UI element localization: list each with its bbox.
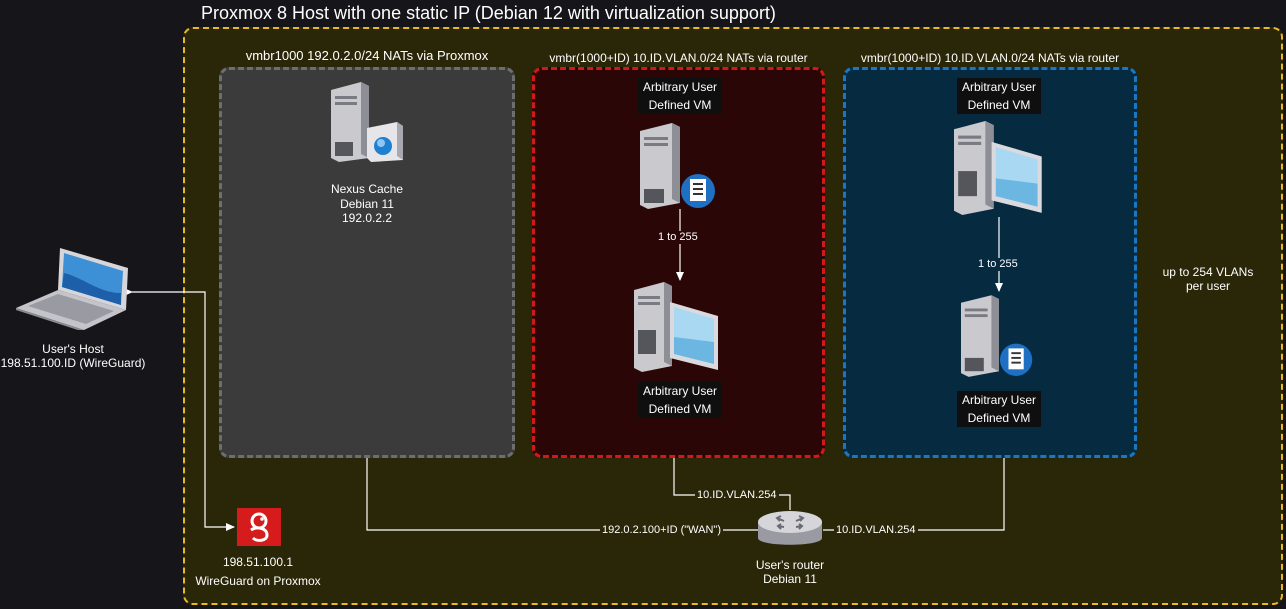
edge-red-uplink <box>673 458 791 510</box>
red-uplink-label: 10.ID.VLAN.254 <box>695 489 779 502</box>
vlans-note-line1: up to 254 VLANs <box>1162 265 1254 279</box>
red-vm-top-label-1: Arbitrary User <box>638 78 722 96</box>
blue-range-label: 1 to 255 <box>976 258 1020 271</box>
edge-laptop-wireguard <box>124 288 235 531</box>
blue-vm-bottom-label-2: Defined VM <box>957 409 1041 427</box>
vlan-blue-title: vmbr(1000+ID) 10.ID.VLAN.0/24 NATs via r… <box>860 51 1120 65</box>
red-vm-top-label-2: Defined VM <box>638 96 722 114</box>
wireguard-icon <box>237 508 281 546</box>
blue-uplink-label: 10.ID.VLAN.254 <box>834 524 918 537</box>
users-host-label-2: 198.51.100.ID (WireGuard) <box>0 356 146 370</box>
wireguard-label: WireGuard on Proxmox <box>195 574 321 588</box>
red-vm-bottom-label-1: Arbitrary User <box>638 382 722 400</box>
nexus-os: Debian 11 <box>340 197 394 211</box>
laptop-icon <box>16 248 128 330</box>
document-server-icon <box>961 295 1033 377</box>
wireguard-ip: 198.51.100.1 <box>222 555 294 569</box>
blue-vm-top-label-1: Arbitrary User <box>957 78 1041 96</box>
blue-vm-bottom-label-1: Arbitrary User <box>957 391 1041 409</box>
web-server-icon <box>331 82 403 162</box>
nexus-name: Nexus Cache <box>330 182 404 196</box>
vlan-red-title: vmbr(1000+ID) 10.ID.VLAN.0/24 NATs via r… <box>549 51 808 65</box>
host-title: Proxmox 8 Host with one static IP (Debia… <box>201 3 776 23</box>
document-server-icon <box>640 123 715 209</box>
blue-vm-top-label-2: Defined VM <box>957 96 1041 114</box>
proxmox-bridge-title: vmbr1000 192.0.2.0/24 NATs via Proxmox <box>245 48 489 63</box>
vlans-note-line2: per user <box>1185 279 1231 293</box>
edge-blue-uplink <box>823 458 1005 531</box>
router-label-2: Debian 11 <box>763 572 817 586</box>
router-icon <box>758 511 822 545</box>
router-label-1: User's router <box>755 558 825 572</box>
red-range-label: 1 to 255 <box>656 231 700 244</box>
users-host-label-1: User's Host <box>42 342 104 356</box>
nexus-ip: 192.0.2.2 <box>341 211 393 225</box>
workstation-icon <box>634 282 718 372</box>
red-vm-bottom-label-2: Defined VM <box>638 400 722 418</box>
wan-label: 192.0.2.100+ID ("WAN") <box>600 524 723 537</box>
workstation-icon <box>954 120 1042 215</box>
